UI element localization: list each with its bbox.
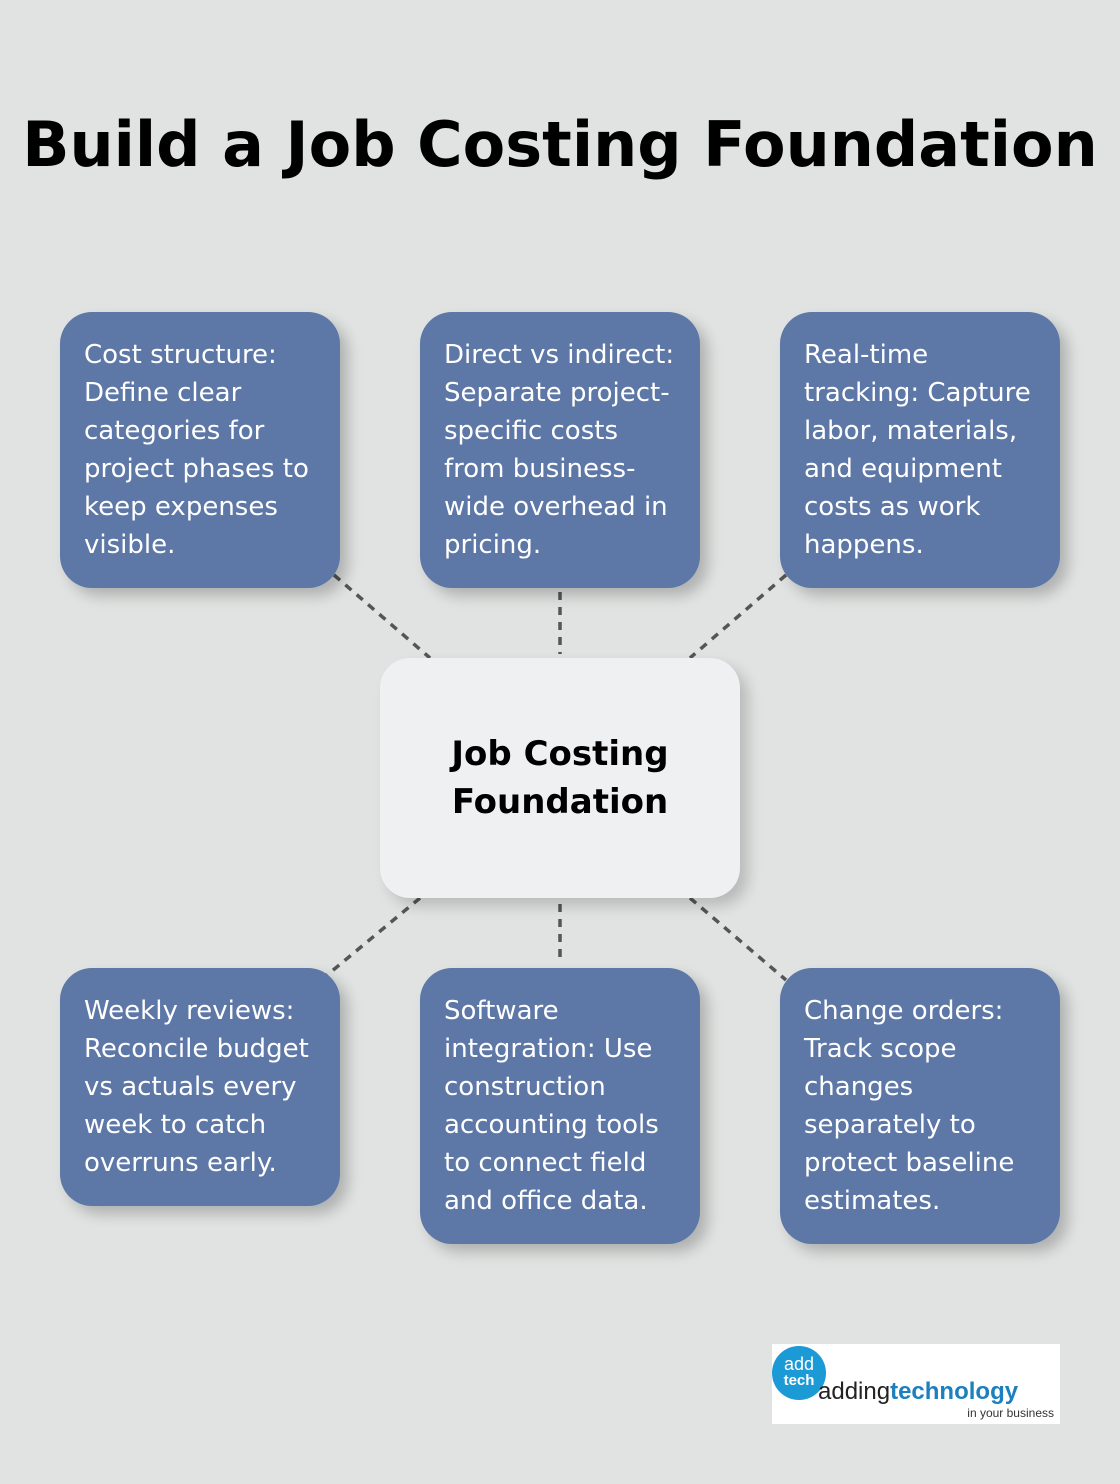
node-real-time-tracking: Real-time tracking: Capture labor, mater… xyxy=(780,312,1060,588)
company-logo: add tech addingtechnology in your busine… xyxy=(772,1344,1060,1424)
connector-top-right xyxy=(688,573,788,660)
node-weekly-reviews: Weekly reviews: Reconcile budget vs actu… xyxy=(60,968,340,1206)
node-software-integration: Software integration: Use construction a… xyxy=(420,968,700,1244)
connector-bottom-left xyxy=(324,896,422,978)
connector-bottom-right xyxy=(688,896,788,982)
logo-badge-top: add xyxy=(783,1354,815,1374)
logo-word-bold: technology xyxy=(890,1378,1019,1405)
logo-tagline: in your business xyxy=(967,1406,1054,1420)
node-center: Job Costing Foundation xyxy=(380,658,740,898)
node-change-orders: Change orders: Track scope changes separ… xyxy=(780,968,1060,1244)
logo-wordmark: addingtechnology xyxy=(818,1378,1018,1406)
page-title: Build a Job Costing Foundation xyxy=(22,108,1098,181)
logo-word-light: adding xyxy=(818,1378,891,1405)
logo-badge-bottom: tech xyxy=(783,1372,815,1389)
connector-top-left xyxy=(332,573,432,660)
node-direct-vs-indirect: Direct vs indirect: Separate project-spe… xyxy=(420,312,700,588)
center-label: Job Costing Foundation xyxy=(451,734,669,822)
node-cost-structure: Cost structure: Define clear categories … xyxy=(60,312,340,588)
logo-badge: add tech xyxy=(772,1346,826,1400)
